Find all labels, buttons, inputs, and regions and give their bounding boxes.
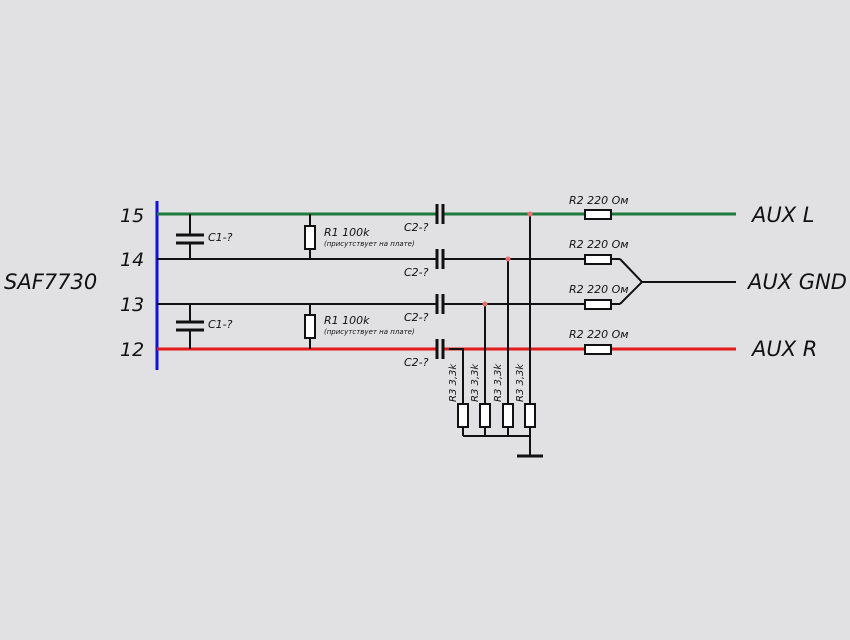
r2-resistor-13 xyxy=(584,299,612,310)
r3-resistor-4 xyxy=(524,403,536,428)
pin-12-label: 12 xyxy=(120,339,144,361)
r1-resistor-bottom xyxy=(304,304,316,349)
c2-label-15: C2-? xyxy=(404,221,429,234)
r3-label-3: R3 3,3k xyxy=(493,363,504,402)
c2-capacitor-14 xyxy=(435,249,445,269)
chip-label: SAF7730 xyxy=(4,270,97,294)
r2-resistor-12 xyxy=(584,344,612,355)
c2-capacitor-12 xyxy=(435,339,445,359)
r2-label-13: R2 220 Ом xyxy=(569,283,629,296)
c1-capacitor-top xyxy=(176,214,204,259)
aux-gnd-label: AUX GND xyxy=(746,270,847,294)
c2-label-14: C2-? xyxy=(404,266,429,279)
r3-resistor-3 xyxy=(502,403,514,428)
r2-label-14: R2 220 Ом xyxy=(569,238,629,251)
r3-resistor-2 xyxy=(479,403,491,428)
c1-label-bottom: C1-? xyxy=(208,318,233,331)
junction-dots xyxy=(482,211,533,307)
c2-label-12: C2-? xyxy=(404,356,429,369)
r1-label-bottom: R1 100k xyxy=(324,314,370,327)
r2-label-12: R2 220 Ом xyxy=(569,328,629,341)
c2-label-13: C2-? xyxy=(404,311,429,324)
r3-label-2: R3 3,3k xyxy=(470,363,481,402)
r2-resistor-14 xyxy=(584,254,612,265)
aux-gnd-wire xyxy=(619,258,736,305)
r2-label-15: R2 220 Ом xyxy=(569,194,629,207)
r2-resistor-15 xyxy=(584,209,612,220)
r1-note-bottom: (присутствует на плате) xyxy=(324,328,415,336)
c2-capacitor-13 xyxy=(435,294,445,314)
aux-r-label: AUX R xyxy=(750,337,817,361)
pin-13-label: 13 xyxy=(120,294,144,316)
pin-14-label: 14 xyxy=(120,249,144,271)
r1-note-top: (присутствует на плате) xyxy=(324,240,415,248)
r3-resistor-1 xyxy=(457,403,469,428)
c1-label-top: C1-? xyxy=(208,231,233,244)
ground-bus xyxy=(462,427,531,456)
c1-capacitor-bottom xyxy=(176,304,204,349)
r1-resistor-top xyxy=(304,214,316,259)
c2-capacitor-15 xyxy=(435,204,445,224)
r3-label-4: R3 3,3k xyxy=(515,363,526,402)
aux-l-label: AUX L xyxy=(750,203,815,227)
r3-drop-wires xyxy=(449,214,531,404)
pin-15-label: 15 xyxy=(120,205,144,227)
r1-label-top: R1 100k xyxy=(324,226,370,239)
r3-label-1: R3 3,3k xyxy=(448,363,459,402)
